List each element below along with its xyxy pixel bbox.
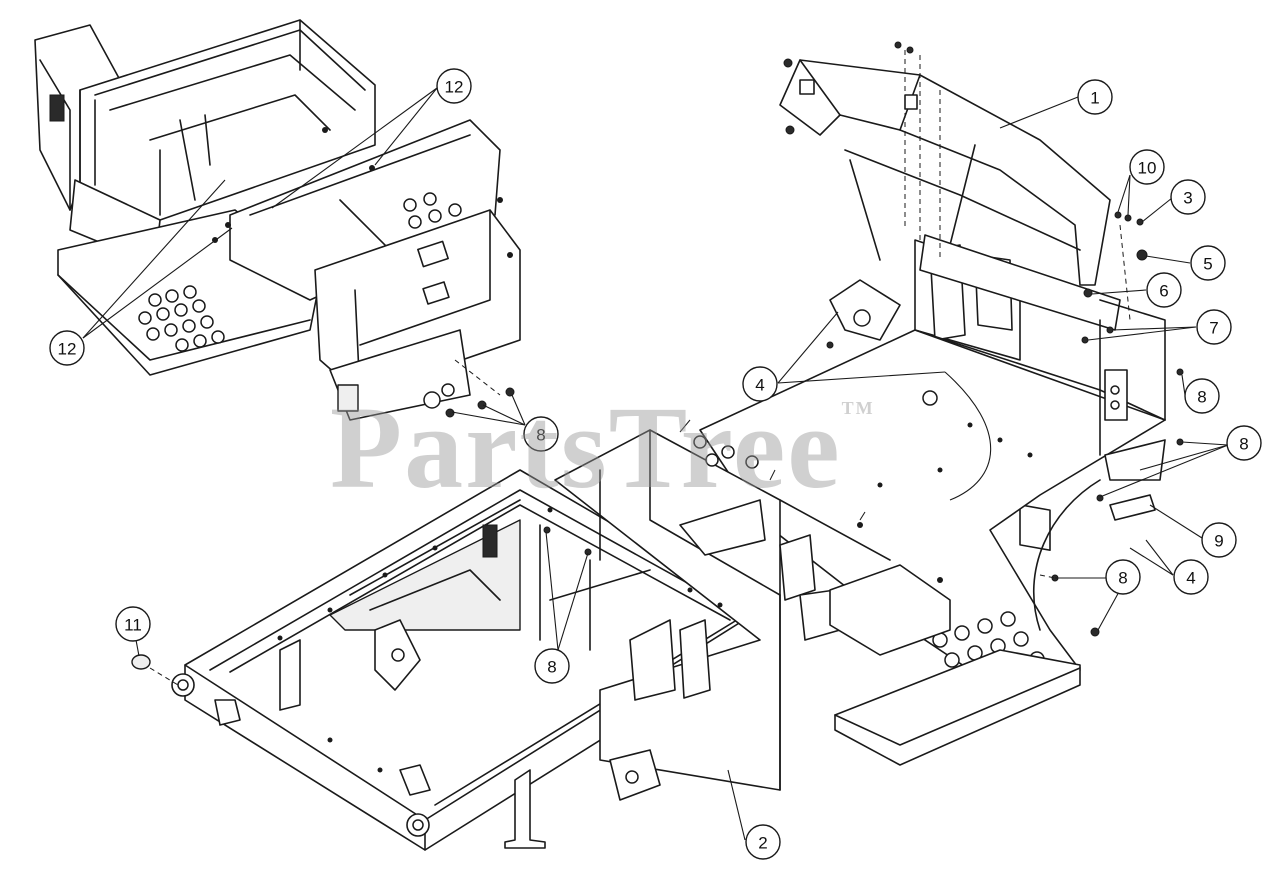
callout-3: 3 [1170, 179, 1206, 215]
callout-3-label: 3 [1183, 189, 1192, 208]
callout-2-label: 2 [758, 834, 767, 853]
callout-5: 5 [1190, 245, 1226, 281]
callout-8-right: 8 [1226, 425, 1262, 461]
callout-8-inset: 8 [523, 416, 559, 452]
callout-6: 6 [1146, 272, 1182, 308]
callout-8-inset-label: 8 [536, 426, 545, 445]
callout-2: 2 [745, 824, 781, 860]
callout-8-right-upper: 8 [1184, 378, 1220, 414]
callout-10-label: 10 [1138, 159, 1157, 178]
callout-8-lower-right: 8 [1105, 559, 1141, 595]
inset-rear-frame [34, 19, 521, 421]
callout-8-center-label: 8 [547, 658, 556, 677]
callout-8-lower-right-label: 8 [1118, 569, 1127, 588]
leader-lines [82, 87, 1229, 841]
inset-fasteners [445, 387, 515, 418]
callout-12-top-label: 12 [445, 78, 464, 97]
callout-1-label: 1 [1090, 89, 1099, 108]
upper-right-fender-assembly [699, 41, 1184, 691]
callout-8-center: 8 [534, 648, 570, 684]
callout-12-left: 12 [49, 330, 85, 366]
callout-1: 1 [1077, 79, 1113, 115]
callout-4-upper: 4 [742, 366, 778, 402]
fender-hardware [783, 41, 1184, 637]
callout-12-left-label: 12 [58, 340, 77, 359]
callout-5-label: 5 [1203, 255, 1212, 274]
callout-8-right-label: 8 [1239, 435, 1248, 454]
callout-11-label: 11 [124, 616, 142, 635]
callout-7-label: 7 [1209, 319, 1218, 338]
callout-7: 7 [1196, 309, 1232, 345]
callout-4-lower: 4 [1173, 559, 1209, 595]
callout-9-label: 9 [1214, 532, 1223, 551]
callout-10: 10 [1129, 149, 1165, 185]
inset-footplate-holes [138, 285, 225, 352]
callout-8-right-upper-label: 8 [1197, 388, 1206, 407]
main-frame [131, 419, 1081, 851]
callout-4-lower-label: 4 [1186, 569, 1195, 588]
callout-6-label: 6 [1159, 282, 1168, 301]
callout-11: 11 [115, 606, 151, 642]
callout-4-upper-label: 4 [755, 376, 764, 395]
callout-9: 9 [1201, 522, 1237, 558]
callout-12-top: 12 [436, 68, 472, 104]
